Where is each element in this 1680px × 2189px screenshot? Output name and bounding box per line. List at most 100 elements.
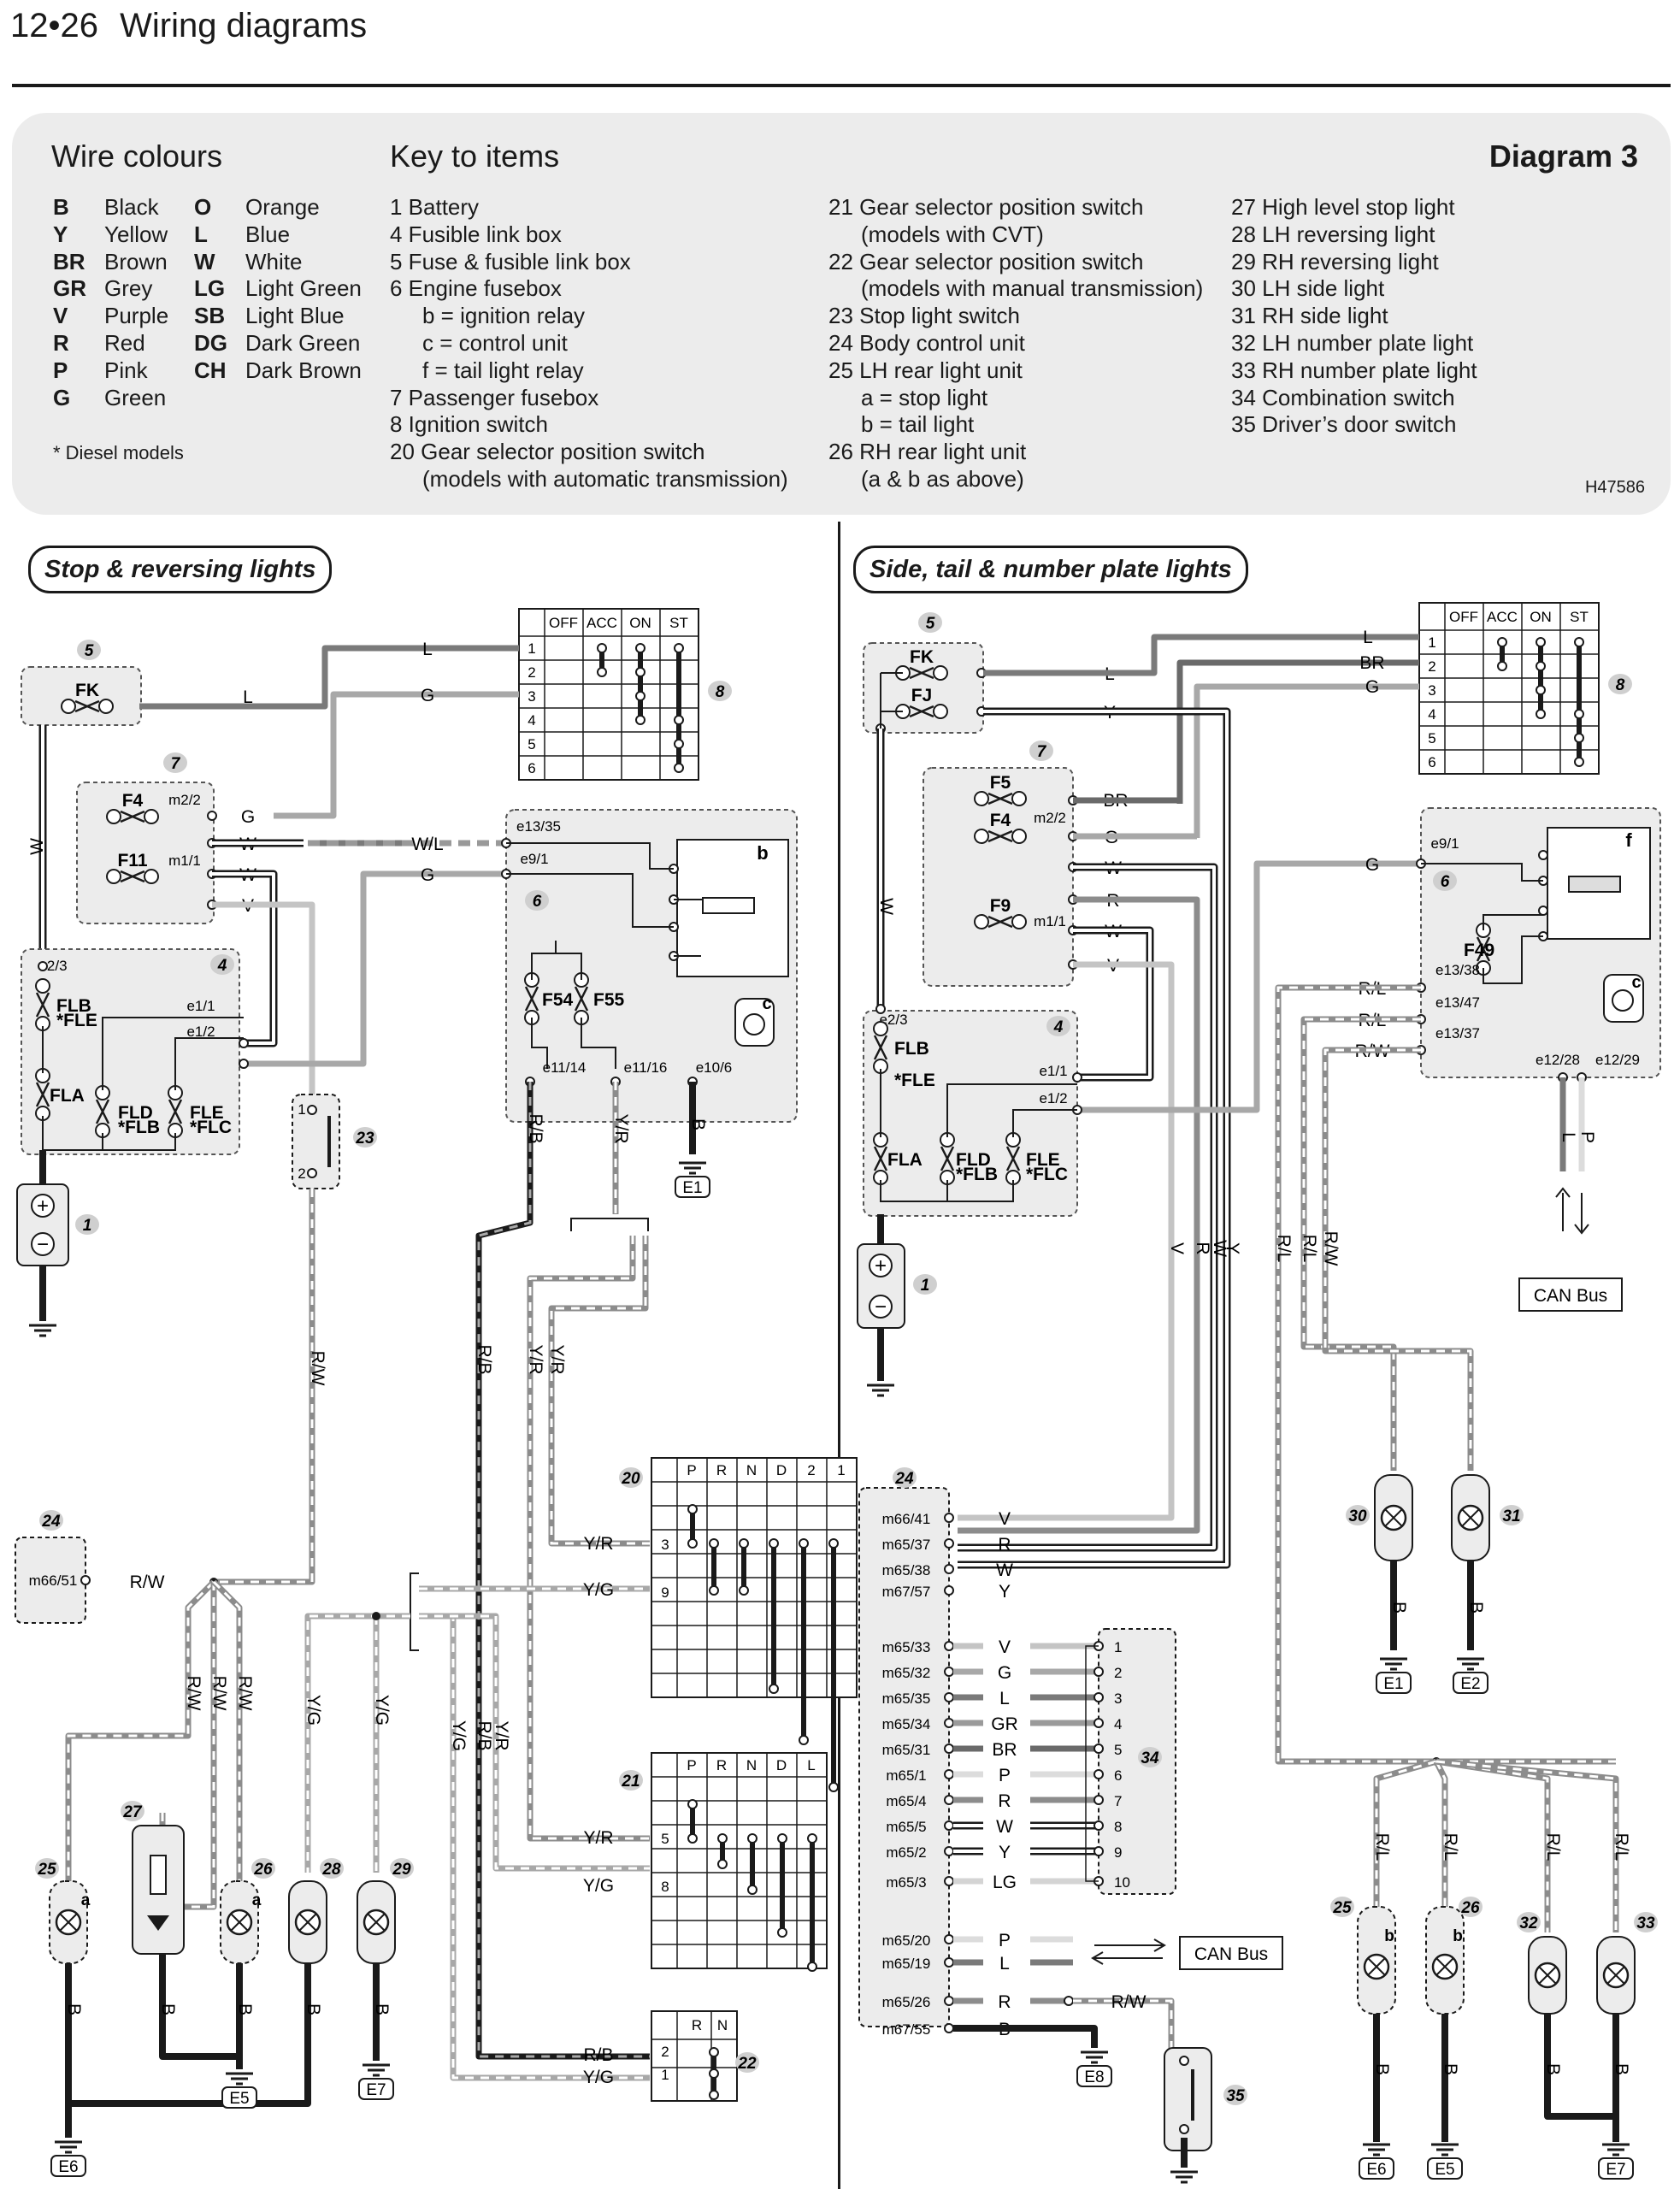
item-number: 8: [1616, 676, 1625, 694]
terminal-node: [944, 1692, 954, 1702]
pin-label: e12/28: [1536, 1052, 1580, 1068]
led-resistor: [150, 1855, 167, 1895]
wc-code: CH: [194, 357, 227, 383]
terminal-node: [944, 1513, 954, 1523]
terminal-node: [944, 2023, 954, 2033]
terminal-node: [1093, 1769, 1104, 1779]
bcu-pin-label: m65/20: [882, 1932, 931, 1949]
fuse-body: [524, 986, 539, 1012]
pin-label: e13/47: [1435, 994, 1480, 1011]
terminal-node: [307, 1168, 317, 1178]
fusebox-6r-internal: [1421, 863, 1543, 984]
bcu-pin-label: m65/38: [882, 1562, 931, 1578]
earth-label-box: [221, 2086, 257, 2109]
bcu-pin-label: m65/3: [886, 1874, 926, 1891]
terminal-node: [1093, 1744, 1104, 1754]
fuse-label: *FLE: [56, 1011, 97, 1030]
ign-col-label: ST: [669, 615, 688, 631]
combination-switch-34: [1098, 1628, 1176, 1895]
wire-RW-26-tracer: [212, 1580, 241, 1881]
led-diode: [147, 1915, 169, 1931]
tail-lamp-26b-x: [1435, 1957, 1454, 1976]
item-number-badge: [918, 612, 942, 633]
bcu-wire-label: Y: [999, 1843, 1011, 1862]
pin-label: 5: [661, 1831, 669, 1847]
wire-label: Y/R: [583, 1828, 613, 1848]
terminal-node: [944, 1667, 954, 1677]
key-item: 34 Combination switch: [1231, 384, 1455, 410]
plate-lamp-33-x: [1606, 1966, 1625, 1985]
gear-col-label: R: [692, 2017, 702, 2033]
item-number-badge: [1634, 1912, 1658, 1932]
wire-label: B: [1372, 2063, 1392, 2075]
bcu-wire-label: L: [999, 1954, 1010, 1974]
key-heading: Key to items: [390, 139, 560, 174]
earth-label-box: [675, 1176, 710, 1198]
wire-label: L: [1559, 1132, 1578, 1142]
lamp-label: b: [1453, 1927, 1463, 1945]
earth-label: E5: [229, 2090, 249, 2108]
terminal-node: [635, 667, 645, 677]
wc-name: Green: [104, 384, 167, 410]
terminal-node: [1093, 1692, 1104, 1702]
wc-name: Light Blue: [245, 303, 345, 329]
item-number: 26: [253, 1861, 273, 1879]
terminal-node: [1538, 850, 1548, 860]
terminal-node: [944, 1538, 954, 1549]
wire-label: B: [688, 1118, 708, 1130]
page-number: 12•26: [10, 7, 98, 44]
pin-label: 1: [298, 1101, 305, 1118]
fuse-body: [1476, 936, 1491, 962]
earth-label-box: [50, 2155, 86, 2177]
key-item: 8 Ignition switch: [390, 411, 548, 438]
ign-row-label: 5: [1428, 730, 1435, 746]
fuse-end: [61, 699, 76, 714]
wire-label: R: [1193, 1242, 1212, 1254]
terminal-node: [207, 811, 217, 821]
fuse-body: [1005, 1146, 1021, 1171]
wc-name: White: [245, 248, 303, 274]
key-item: 33 RH number plate light: [1231, 357, 1477, 383]
wire-YR-20b-tracer: [528, 1236, 650, 1840]
wire-YG-28-tracer: [306, 1614, 410, 1873]
terminal-node: [1574, 709, 1584, 719]
item-number: 24: [894, 1470, 914, 1488]
pin-label: 1: [661, 2067, 669, 2083]
pin-label: m2/2: [168, 792, 201, 808]
terminal-node: [709, 2047, 719, 2057]
item-number: 8: [716, 683, 725, 701]
wire-V-bcu-r: [958, 961, 1175, 1521]
wire-label: G: [1365, 677, 1379, 697]
wire-label: R/B: [475, 1720, 494, 1750]
fuse-label: FLA: [887, 1150, 923, 1170]
fuse-end: [98, 699, 114, 714]
can-arrows-2: [1091, 1938, 1166, 1965]
gear-col-label: 2: [807, 1462, 815, 1478]
bcu-pin-label: m67/57: [882, 1584, 931, 1600]
bcu-pin-label: m65/19: [882, 1956, 931, 1972]
wire-YR-20-tracer: [550, 1236, 650, 1545]
terminal-node: [709, 1585, 719, 1596]
wire-label: L: [243, 687, 253, 707]
item-number-badge: [1346, 1505, 1370, 1525]
bcu-wire-label: W: [996, 1817, 1013, 1837]
fuse-feed: [880, 672, 903, 729]
terminal-node: [1536, 685, 1546, 695]
wire-label: Y/R: [583, 1534, 613, 1554]
battery-sign: +: [875, 1254, 887, 1277]
pin-label: 8: [661, 1879, 669, 1895]
terminal-node: [674, 715, 684, 725]
item-number-badge: [1330, 1897, 1354, 1917]
earth-label: E6: [58, 2158, 78, 2176]
wire-RL-25r-tracer: [1375, 1760, 1437, 1907]
wire-L-ign-r: [983, 634, 1419, 676]
ignition-switch-8: [518, 608, 699, 781]
fuse-label: *FLB: [118, 1118, 160, 1137]
reference-number: H47586: [1584, 478, 1645, 497]
key-item: 21 Gear selector position switch: [828, 194, 1144, 220]
wire-G-ign: [274, 691, 519, 819]
fuse-end: [933, 665, 948, 681]
ign-row-label: 1: [1428, 634, 1435, 651]
gear-col-label: N: [746, 1462, 757, 1478]
body-control-unit-24-r: [858, 1487, 950, 2027]
